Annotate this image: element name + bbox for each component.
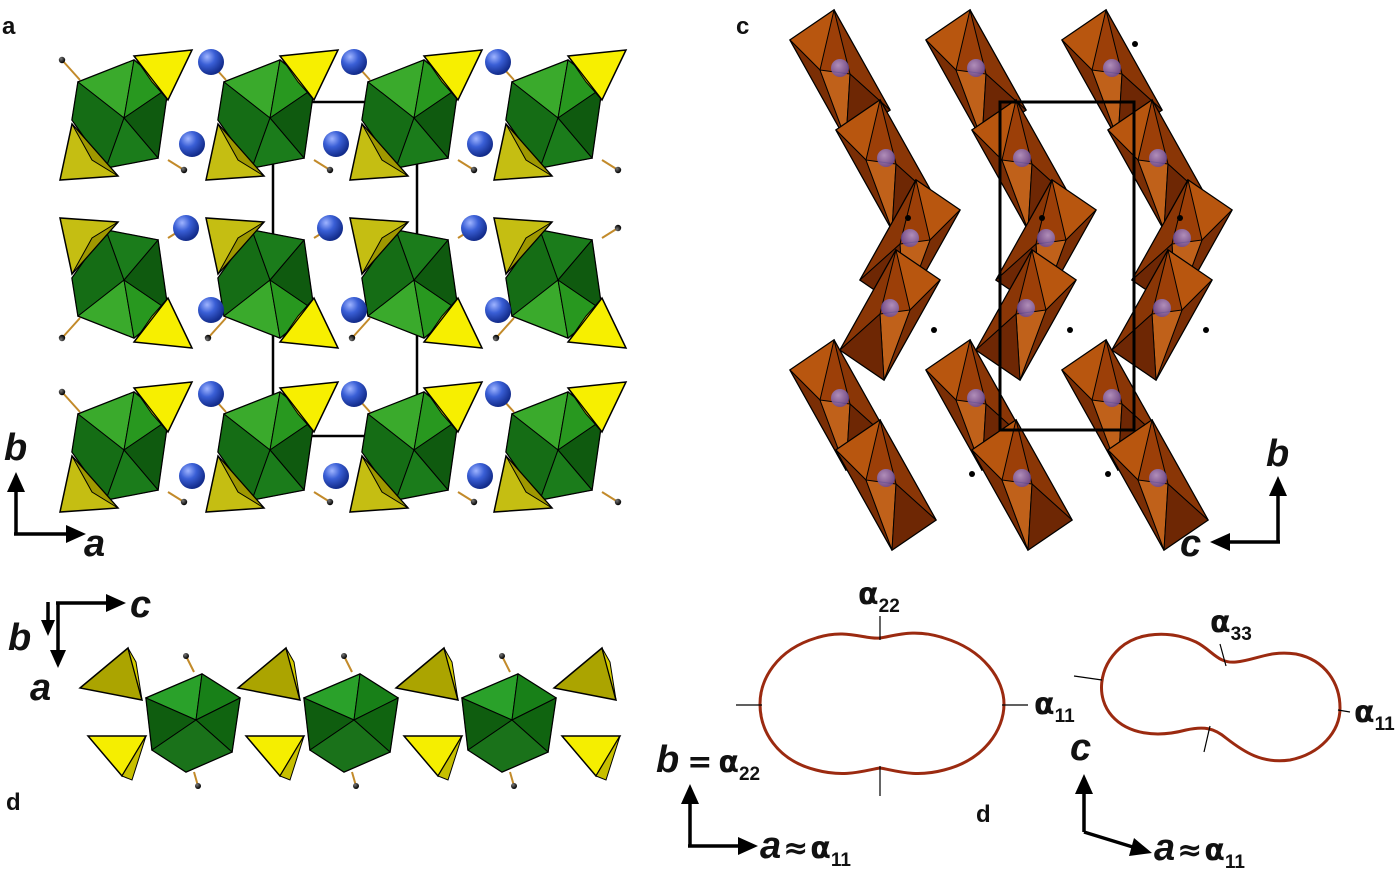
row-1-polyhedra [57,49,627,181]
axis-a-arrowhead-exp-2 [1129,838,1152,856]
brown-column-3 [1061,9,1233,551]
tick-alpha11-left-2 [1073,675,1103,681]
axis-c-arrowhead [1210,533,1230,551]
axis-b-arrowhead-d [41,620,55,636]
row-2-polyhedra [57,217,627,349]
expansion-figure-right: α33 α11 c a≈α11 [1070,605,1395,872]
axis-label-a-approx-alpha11: a≈α11 [760,825,851,871]
axis-label-c-d: c [130,584,151,626]
axis-b-arrowhead-exp [681,784,699,804]
panel-a-structure [57,49,627,513]
axis-label-a-d: a [30,667,51,709]
unit-cell-c [998,100,1136,432]
axis-b-arrowhead-c [1269,476,1287,496]
label-alpha33-top: α33 [1210,605,1252,645]
axis-label-b-d: b [8,617,31,659]
axis-a-arrowhead-d [50,650,66,668]
panel-label-d-expansion: d [976,801,991,828]
brown-column-2 [925,9,1097,551]
panel-a-axes: b a [4,427,105,565]
tick-alpha33-bottom [1203,725,1211,753]
tick-alpha33-top [1219,643,1227,667]
axis-label-b: b [4,427,27,469]
axis-a-arrowhead-exp [738,837,758,855]
panel-d-axes: c b a [8,584,151,709]
axis-c-arrowhead-exp [1075,774,1093,794]
expansion-figure-left: α22 α11 b=α22 a≈α11 [656,577,1075,871]
panel-c-structure [789,9,1233,551]
axis-label-c-exp: c [1070,727,1091,769]
label-alpha11-right: α11 [1034,687,1075,727]
label-alpha11-right-2: α11 [1354,695,1395,735]
tick-alpha11-right-2 [1337,709,1351,713]
brown-column-1 [789,9,961,551]
panel-d-chain [79,647,621,790]
panel-c-hydrogens [905,41,1209,477]
panel-label-a: a [2,13,16,40]
axis-label-b-equals-alpha22: b=α22 [656,739,760,785]
axis-b-arrowhead [7,472,25,492]
row-3-polyhedra [57,381,627,513]
axis-label-a-approx-alpha11-2: a≈α11 [1154,827,1245,872]
cations-blue [173,49,511,489]
axis-label-b-c: b [1266,433,1289,475]
panel-label-d-chain: d [6,789,21,816]
expansion-surface-ab [758,631,1006,775]
panel-c-axes: b c [1180,433,1289,565]
axis-a-arrowhead [66,525,86,543]
label-alpha22-top: α22 [858,577,900,617]
axis-label-c: c [1180,523,1201,565]
axis-label-a: a [84,523,105,565]
axis-a-arrow-exp-2 [1083,830,1137,850]
expansion-surface-ac [1100,632,1342,763]
axis-c-arrowhead-d [106,594,126,612]
panel-label-c: c [736,13,749,40]
